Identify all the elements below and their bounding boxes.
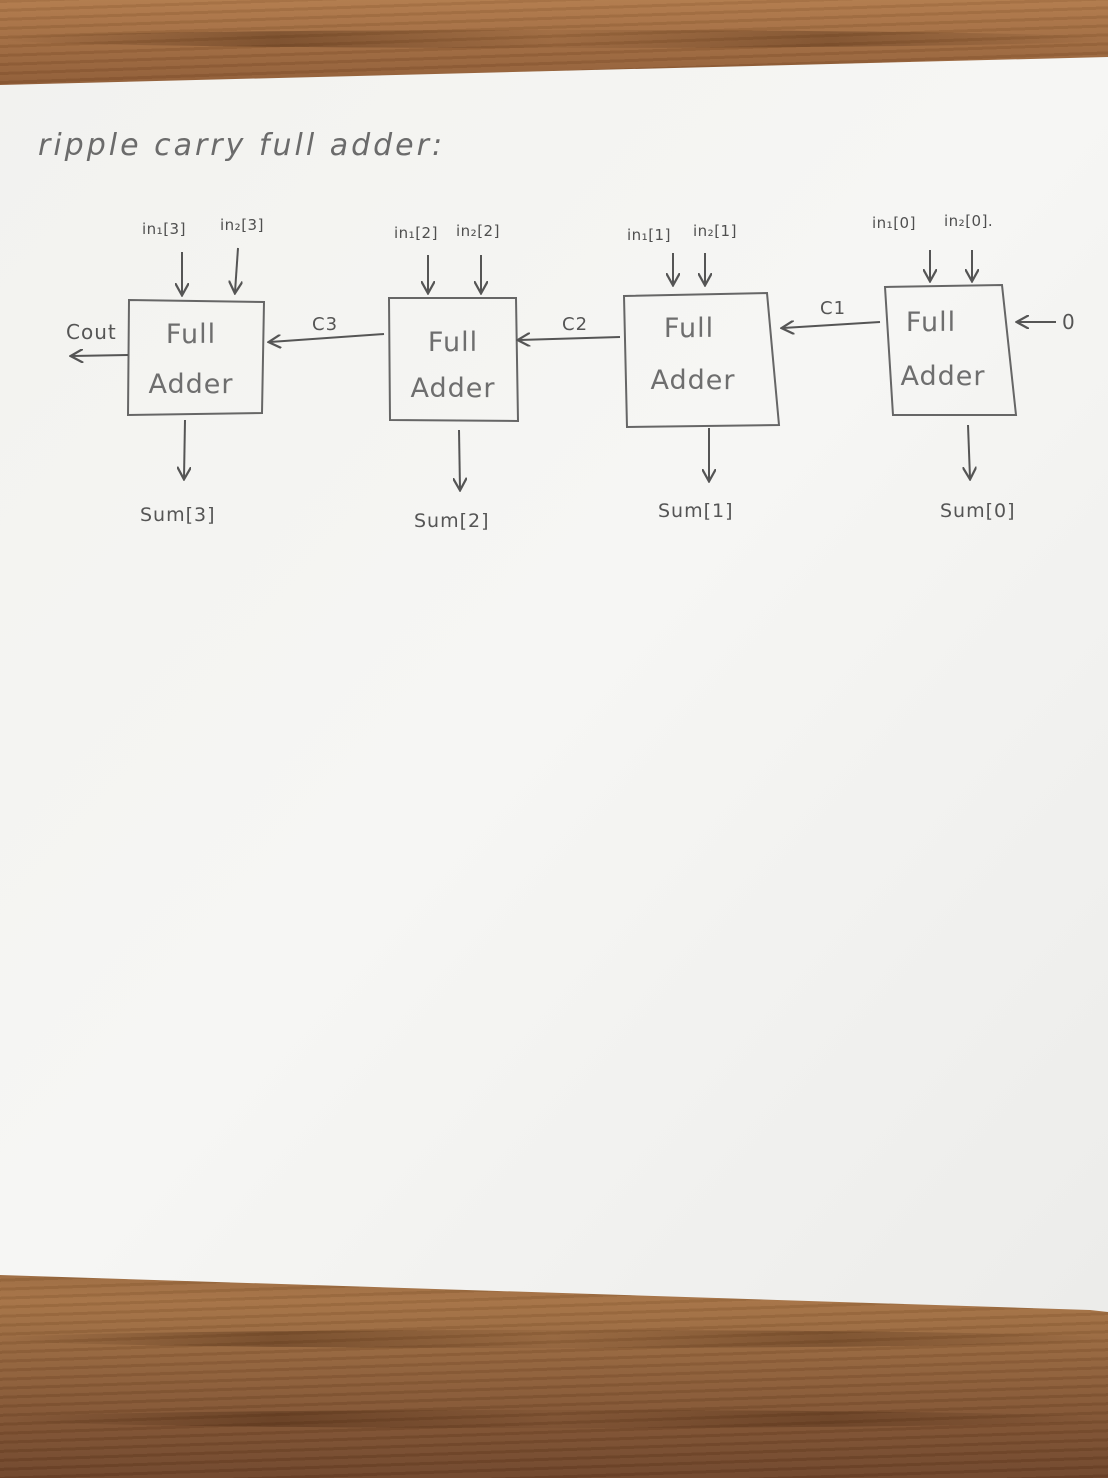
sum-label-1: Sum[1] [658, 500, 734, 522]
input-arrows [182, 247, 972, 294]
sum-label-2: Sum[2] [414, 510, 490, 532]
adder-boxes [126, 283, 1018, 429]
input-label-in1-0: in₁[0] [872, 214, 916, 232]
carry-label-c2: C2 [562, 314, 589, 335]
carry-arrows [72, 322, 1056, 356]
carry-label-c1: C1 [820, 298, 847, 319]
adder-label-adder: Adder [148, 369, 234, 400]
adder-label-full: Full [165, 319, 217, 350]
input-arrow [235, 247, 238, 292]
adder-label-full: Full [427, 327, 479, 358]
wood-grain [0, 1330, 1108, 1348]
c2-arrow [519, 337, 621, 340]
adder-label-full: Full [663, 313, 715, 344]
adder-label-adder: Adder [650, 365, 736, 396]
diagram-title: ripple carry full adder: [38, 128, 446, 163]
carry-label-c3: C3 [312, 314, 339, 335]
adder-label-adder: Adder [410, 373, 496, 404]
cout-label: Cout [66, 320, 117, 344]
sum-label-3: Sum[3] [140, 504, 216, 526]
wood-grain [0, 1410, 1108, 1428]
wood-grain [0, 30, 1108, 48]
c3-arrow [270, 333, 385, 342]
sum-arrow [184, 419, 185, 478]
cout-arrow [72, 355, 129, 356]
input-label-in2-3: in₂[3] [220, 216, 264, 234]
adder-box-2 [387, 297, 520, 423]
input-label-in2-0: in₂[0]. [944, 212, 994, 230]
input-label-in1-2: in₁[2] [394, 224, 438, 242]
c1-arrow [783, 322, 881, 328]
sum-arrows [184, 419, 970, 489]
sum-arrow [459, 429, 460, 489]
carry-in-label: 0 [1062, 310, 1076, 334]
sum-label-0: Sum[0] [940, 500, 1016, 522]
adder-box-1 [622, 291, 781, 429]
input-label-in1-1: in₁[1] [627, 226, 671, 244]
input-label-in1-3: in₁[3] [142, 220, 186, 238]
input-label-in2-1: in₂[1] [693, 222, 737, 240]
adder-label-adder: Adder [900, 361, 986, 392]
sum-arrow [968, 424, 970, 478]
adder-box-0 [883, 283, 1018, 416]
paper-outline [0, 57, 1108, 1312]
adder-box-3 [126, 298, 266, 417]
adder-label-full: Full [905, 307, 957, 338]
input-label-in2-2: in₂[2] [456, 222, 500, 240]
